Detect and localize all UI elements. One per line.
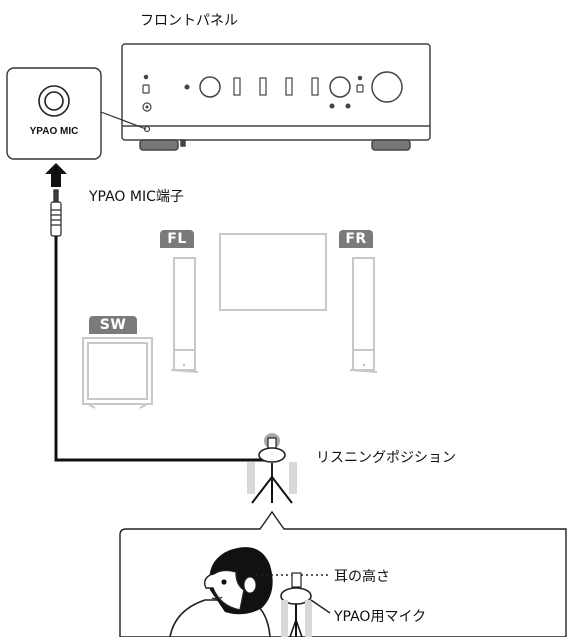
mic-jack-label: YPAO MIC端子 bbox=[89, 189, 184, 205]
front-right-speaker bbox=[349, 257, 378, 373]
listening-microphone bbox=[247, 433, 297, 504]
ypao-mic-label: YPAO用マイク bbox=[334, 609, 427, 625]
mic-cable bbox=[54, 236, 265, 462]
speaker-badge-fl: FL bbox=[160, 230, 194, 248]
amplifier-front-panel bbox=[121, 43, 431, 151]
subwoofer bbox=[82, 337, 153, 409]
speaker-badge-sw: SW bbox=[89, 316, 137, 334]
mic-jack-callout bbox=[6, 67, 147, 160]
front-panel-label: フロントパネル bbox=[140, 13, 238, 29]
ear-height-label: 耳の高さ bbox=[334, 569, 390, 585]
ypao-mic-closeup bbox=[280, 572, 331, 637]
arrow-up-icon bbox=[45, 163, 67, 187]
front-left-speaker bbox=[170, 257, 199, 373]
person-illustration bbox=[169, 547, 273, 637]
tv-screen bbox=[219, 233, 327, 311]
speaker-badge-fr: FR bbox=[339, 230, 373, 248]
mic-jack-box-label: YPAO MIC bbox=[29, 126, 79, 137]
listening-position-label: リスニングポジション bbox=[316, 450, 456, 466]
mic-plug bbox=[50, 189, 62, 237]
